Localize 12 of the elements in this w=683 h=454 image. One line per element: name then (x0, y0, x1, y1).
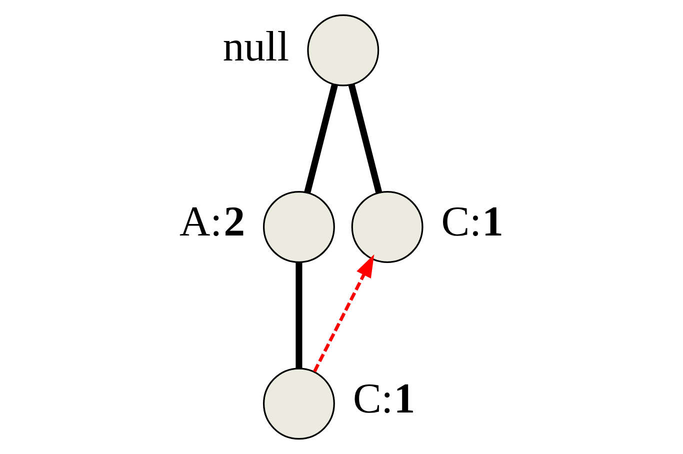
node-circle (262, 191, 335, 263)
node-circle (262, 368, 335, 440)
node-circle (307, 14, 380, 86)
node-label: C:1 (352, 375, 416, 422)
connector (296, 262, 302, 368)
connector (304, 84, 338, 194)
arrow (313, 254, 374, 372)
node-label: C:1 (441, 198, 504, 246)
node-circle (351, 191, 424, 263)
node-label: A:2 (180, 198, 245, 246)
node-label: null (222, 24, 290, 71)
connector (348, 84, 382, 194)
